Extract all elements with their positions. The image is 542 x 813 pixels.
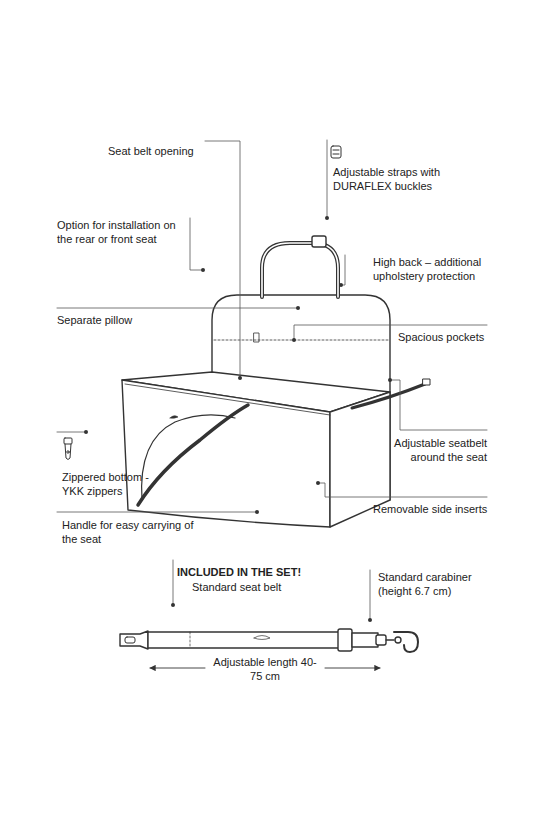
logo: [170, 416, 178, 419]
strap: [262, 243, 338, 297]
seat-belt: [120, 629, 418, 652]
callout-label: Adjustable seatbelt around the seat: [377, 436, 487, 464]
callout-label: Zippered bottom - YKK zippers: [62, 470, 162, 498]
callout-label: High back – additional upholstery protec…: [373, 255, 498, 283]
pillow: [142, 415, 235, 500]
zipper-icon: [64, 438, 72, 460]
callout-label: Spacious pockets: [398, 330, 498, 344]
leader-dots: [84, 216, 392, 622]
box-front: [122, 380, 330, 527]
strap-inner: [262, 243, 338, 297]
strap-end: [423, 379, 430, 385]
leader-lines: [57, 140, 487, 620]
callout-label: INCLUDED IN THE SET!: [177, 565, 317, 579]
buckle: [312, 236, 326, 247]
dimension-arrow: [150, 668, 205, 669]
callout-label: Handle for easy carrying of the seat: [62, 518, 202, 546]
dimension-arrow: [325, 668, 380, 669]
callout-label: Adjustable length 40-75 cm: [210, 655, 320, 683]
callout-label: Separate pillow: [57, 313, 167, 327]
tag: [254, 333, 259, 342]
callout-label: Standard carabiner (height 6.7 cm): [378, 570, 488, 598]
handle: [138, 405, 248, 505]
callout-label: Adjustable straps with DURAFLEX buckles: [333, 165, 463, 193]
callout-label: Option for installation on the rear or f…: [57, 218, 187, 246]
callout-label: Seat belt opening: [108, 144, 203, 158]
rim-seam: [125, 384, 330, 415]
buckle-icon: [331, 146, 341, 158]
seatbelt-strap: [352, 384, 425, 408]
callout-label: Standard seat belt: [192, 580, 312, 594]
callout-label: Removable side inserts: [373, 502, 503, 516]
